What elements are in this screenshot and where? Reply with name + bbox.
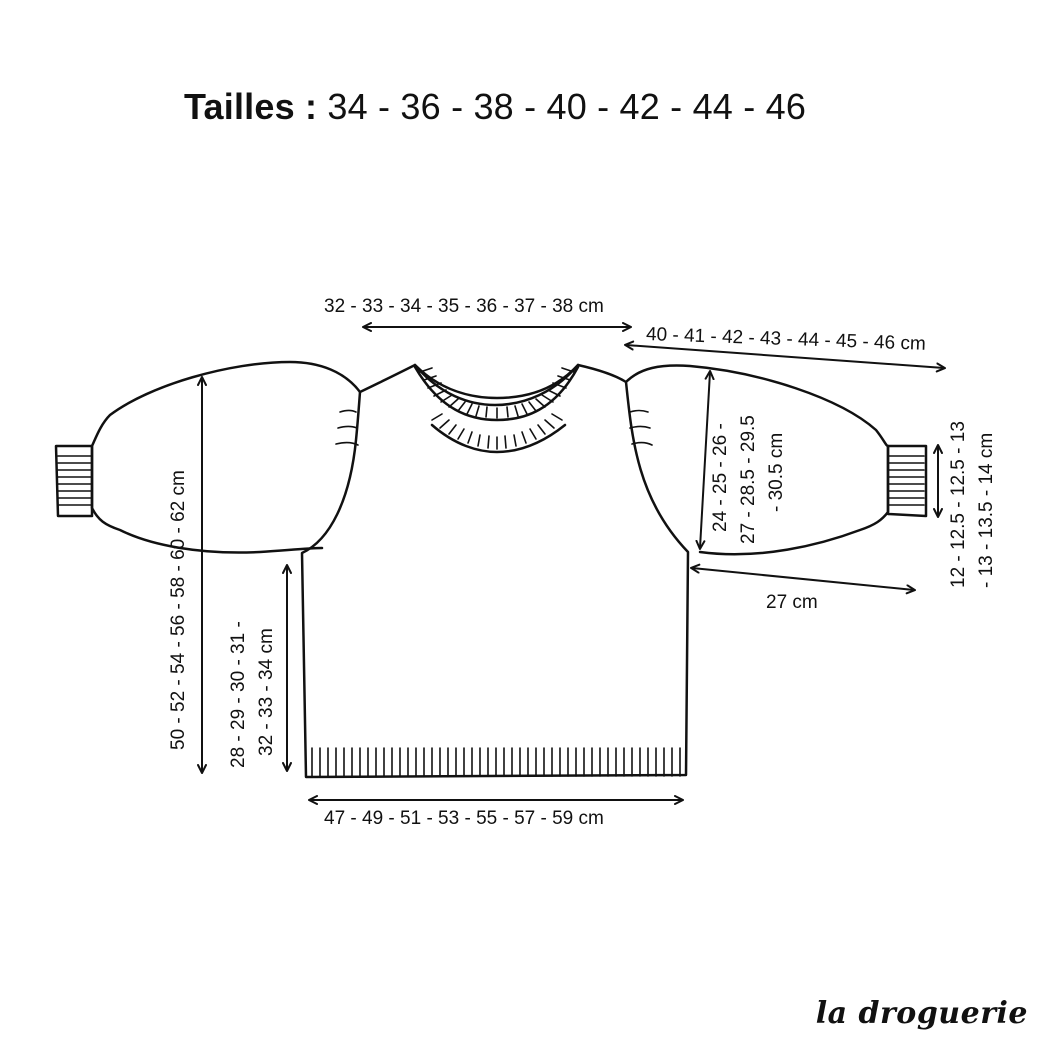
body-outline [300, 363, 690, 779]
neckband-outer [413, 365, 580, 422]
neck-width-label: 32 - 33 - 34 - 35 - 36 - 37 - 38 cm [324, 296, 604, 317]
hem-width-label: 47 - 49 - 51 - 53 - 55 - 57 - 59 cm [324, 808, 604, 829]
sleeve-height-label-line2: 27 - 28.5 - 29.5 [738, 415, 759, 544]
cuff-label-line1: 12 - 12.5 - 12.5 - 13 [948, 421, 969, 588]
neckband-ribs [419, 367, 575, 450]
sizes-label: Tailles : [184, 86, 318, 127]
body-length-label-line1: 28 - 29 - 30 - 31 - [228, 621, 249, 768]
hem-ribbing [311, 747, 681, 777]
sleeve-gathers [335, 409, 653, 446]
left-cuff [54, 444, 94, 518]
cuff-label-line2: - 13 - 13.5 - 14 cm [976, 432, 997, 588]
sleeve-top-arrow [624, 340, 946, 373]
sleeve-height-label-line1: 24 - 25 - 26 - [710, 423, 731, 532]
neckband-inner [430, 423, 567, 454]
sleeve-length-label: 27 cm [766, 592, 818, 613]
sizes-values: 34 - 36 - 38 - 40 - 42 - 44 - 46 [327, 86, 807, 127]
sizes-title: Tailles : 34 - 36 - 38 - 40 - 42 - 44 - … [184, 84, 806, 130]
sleeve-height-label-line3: - 30.5 cm [766, 432, 787, 512]
left-sleeve-outline [90, 360, 362, 554]
sleeve-height-arrow [695, 370, 715, 550]
total-length-label: 50 - 52 - 54 - 56 - 58 - 60 - 62 cm [168, 470, 189, 750]
left-cuff-ribs [57, 455, 93, 506]
brand-logo: la droguerie [815, 996, 1028, 1031]
right-cuff-ribs [887, 455, 925, 506]
body-length-label-line2: 32 - 33 - 34 cm [256, 628, 277, 756]
sleeve-length-arrow [690, 563, 916, 595]
